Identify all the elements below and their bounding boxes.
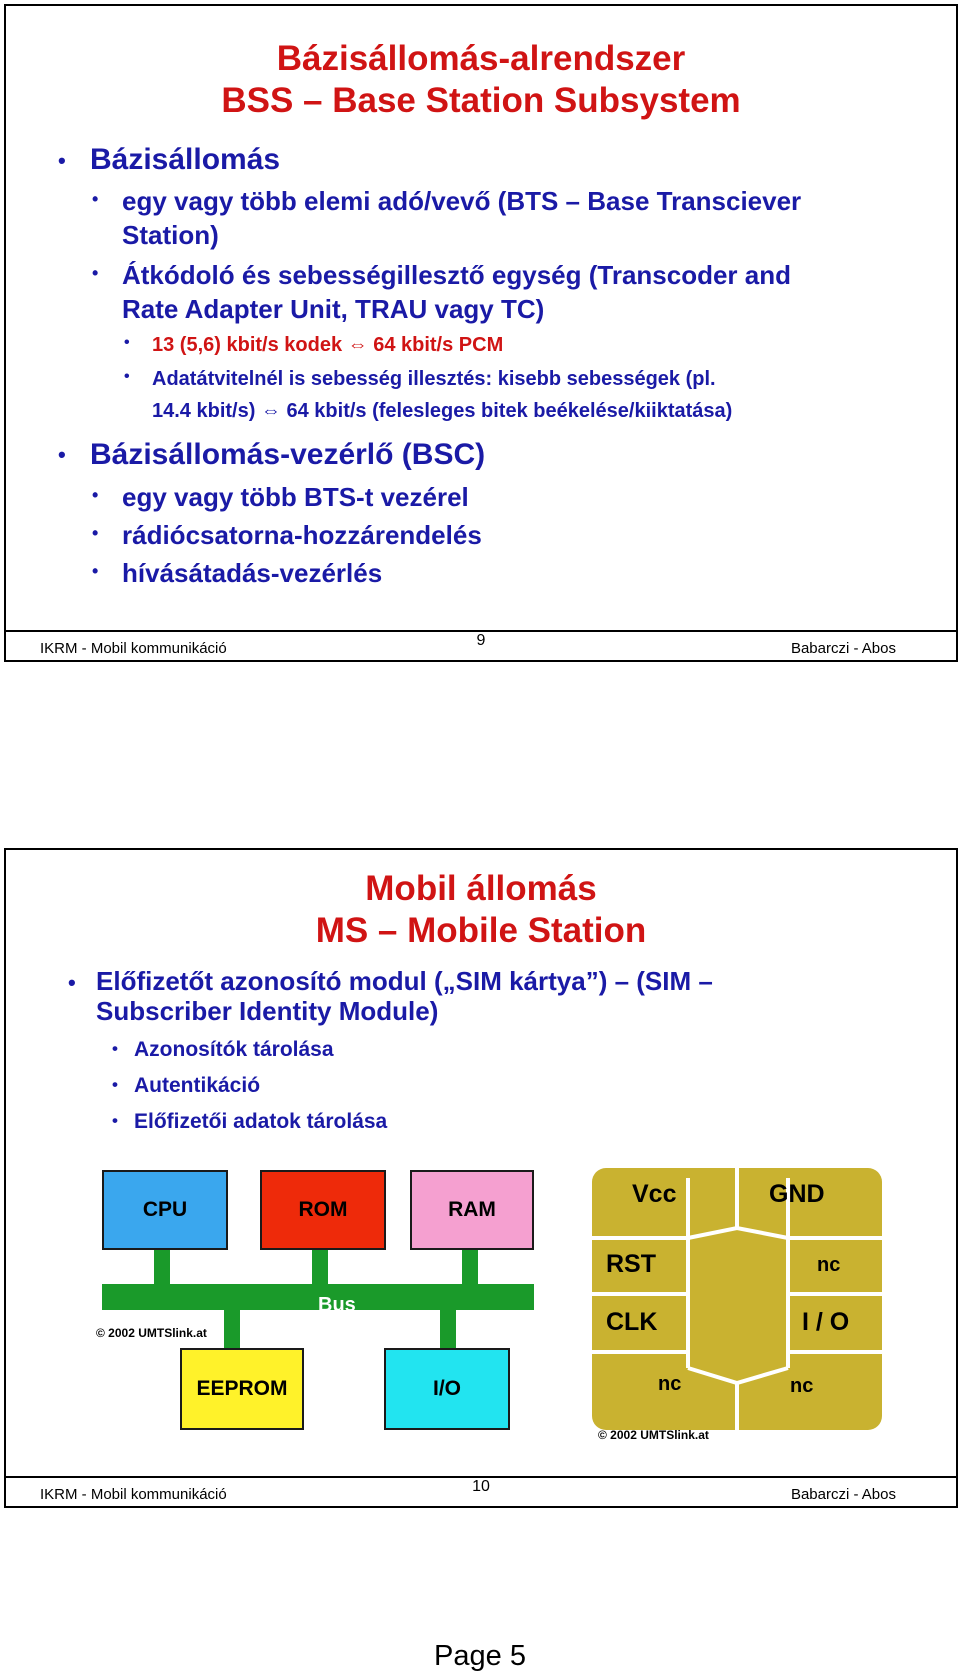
bullet-icon: • [112, 1075, 118, 1094]
slide-9: Bázisállomás-alrendszer BSS – Base Stati… [4, 4, 958, 662]
bullet-level2-cont: Rate Adapter Unit, TRAU vagy TC) [122, 294, 545, 324]
bullet-level1: Előfizetőt azonosító modul („SIM kártya”… [96, 966, 713, 996]
footer-page-number: 9 [476, 632, 486, 649]
chip-contact-lines [592, 1168, 882, 1430]
bullet-icon: • [112, 1111, 118, 1130]
bullet-level2-cont: Station) [122, 220, 219, 250]
slide-title: Mobil állomás MS – Mobile Station [6, 868, 956, 952]
bullet-icon: • [124, 368, 130, 385]
title-line-2: BSS – Base Station Subsystem [221, 81, 741, 120]
bullet-icon: • [92, 189, 99, 209]
bullet-icon: • [124, 334, 130, 351]
bullet-level2: Autentikáció [134, 1074, 261, 1097]
bus-connector-io [440, 1308, 456, 1348]
bullet-level2: Előfizetői adatok tárolása [134, 1110, 388, 1133]
pad-clk: CLK [606, 1308, 658, 1336]
bullet-level1: Bázisállomás-vezérlő (BSC) [90, 438, 486, 471]
slide-title: Bázisállomás-alrendszer BSS – Base Stati… [6, 38, 956, 122]
title-line-1: Bázisállomás-alrendszer [276, 39, 686, 78]
bullet-icon: • [58, 148, 66, 173]
bullet-icon: • [68, 970, 76, 995]
slide-footer: IKRM - Mobil kommunikáció 9 Babarczi - A… [6, 630, 956, 662]
cpu-block: CPU [102, 1170, 228, 1250]
bullet-level2: egy vagy több elemi adó/vevő (BTS – Base… [122, 186, 802, 216]
bullet-icon: • [92, 523, 99, 543]
bullet-icon: • [58, 442, 66, 467]
pad-nc-1: nc [817, 1254, 841, 1276]
bullet-level3-cont: 14.4 kbit/s) ⇔ 64 kbit/s (felesleges bit… [152, 400, 733, 422]
bullet-level2: Átkódoló és sebességillesztő egység (Tra… [122, 260, 791, 290]
pad-rst: RST [606, 1250, 656, 1278]
io-block: I/O [384, 1348, 510, 1430]
bullet-level3: Adatátvitelnél is sebesség illesztés: ki… [152, 368, 716, 390]
bullet-level2: egy vagy több BTS-t vezérel [122, 482, 469, 512]
pad-nc-2: nc [658, 1373, 682, 1395]
page-footer: Page 5 [434, 1640, 526, 1672]
chip-copyright: © 2002 UMTSlink.at [598, 1428, 709, 1442]
bullet-level2: hívásátadás-vezérlés [122, 558, 383, 588]
bus-connector-eeprom [224, 1308, 240, 1348]
pad-vcc: Vcc [632, 1180, 677, 1208]
bullet-icon: • [112, 1039, 118, 1058]
bullet-icon: • [92, 561, 99, 581]
bus-label: Bus [318, 1294, 356, 1316]
pad-gnd: GND [769, 1180, 825, 1208]
eeprom-block: EEPROM [180, 1348, 304, 1430]
pad-io: I / O [802, 1308, 850, 1336]
bus-bar [102, 1284, 534, 1310]
bullet-level1-cont: Subscriber Identity Module) [96, 996, 439, 1026]
ram-block: RAM [410, 1170, 534, 1250]
slide-footer: IKRM - Mobil kommunikáció 10 Babarczi - … [6, 1476, 956, 1508]
sim-chip-contacts: Vcc GND RST nc CLK I / O nc nc [592, 1168, 882, 1430]
footer-authors: Babarczi - Abos [790, 640, 896, 657]
bullet-level2: Azonosítók tárolása [134, 1038, 334, 1061]
title-line-1: Mobil állomás [365, 869, 597, 908]
title-line-2: MS – Mobile Station [315, 911, 647, 950]
footer-page-number: 10 [472, 1478, 490, 1495]
bullet-level1: Bázisállomás [90, 143, 281, 176]
diagram-copyright: © 2002 UMTSlink.at [96, 1326, 207, 1340]
rom-block: ROM [260, 1170, 386, 1250]
pad-nc-3: nc [790, 1375, 814, 1397]
footer-authors: Babarczi - Abos [790, 1486, 896, 1503]
bullet-level3: 13 (5,6) kbit/s kodek ⇔ 64 kbit/s PCM [152, 334, 504, 356]
bullet-icon: • [92, 485, 99, 505]
bullet-icon: • [92, 263, 99, 283]
footer-course: IKRM - Mobil kommunikáció [40, 1486, 227, 1503]
bullet-level2: rádiócsatorna-hozzárendelés [122, 520, 482, 550]
footer-course: IKRM - Mobil kommunikáció [40, 640, 227, 657]
